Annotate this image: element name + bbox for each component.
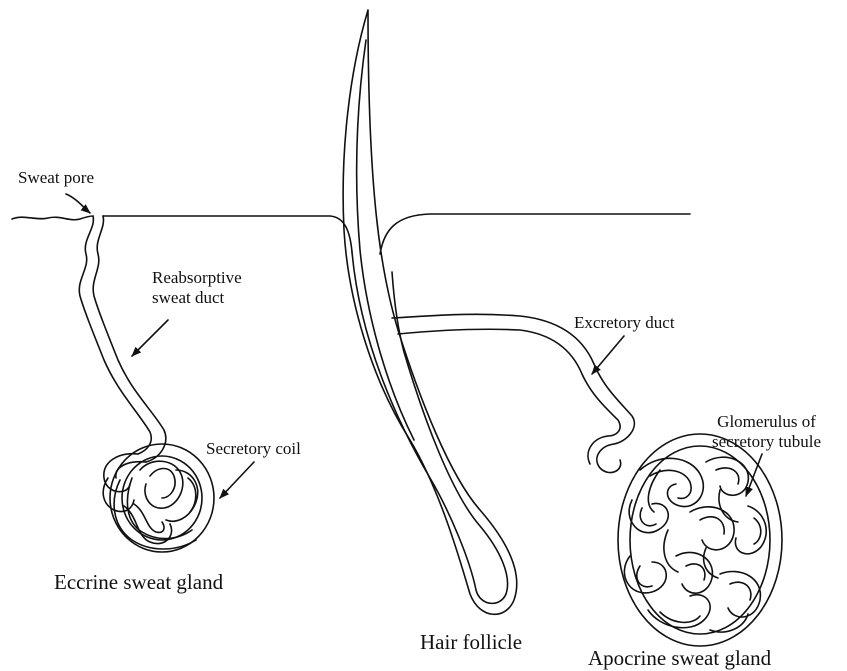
eccrine-secretory-coil	[103, 444, 214, 552]
label-eccrine-sweat-gland: Eccrine sweat gland	[54, 570, 223, 594]
label-secretory-coil: Secretory coil	[206, 439, 301, 459]
label-glomerulus-of-secretory-tubule: Glomerulus of secretory tubule	[712, 412, 821, 451]
label-excretory-duct: Excretory duct	[574, 313, 675, 333]
arrow-sweat-pore	[66, 194, 90, 213]
skin-surface	[12, 214, 690, 254]
label-glomerulus-line1: Glomerulus of	[712, 412, 821, 432]
label-glomerulus-line2: secretory tubule	[712, 432, 821, 452]
label-reabsorptive-sweat-duct: Reabsorptive sweat duct	[152, 268, 242, 307]
label-sweat-pore: Sweat pore	[18, 168, 94, 188]
label-hair-follicle: Hair follicle	[420, 630, 522, 654]
arrow-reabsorptive-duct	[132, 320, 168, 356]
hair-follicle-shape	[343, 10, 517, 614]
label-apocrine-sweat-gland: Apocrine sweat gland	[588, 646, 771, 670]
apocrine-glomerulus	[588, 434, 782, 646]
eccrine-sweat-duct	[79, 216, 166, 462]
label-reabsorptive-line1: Reabsorptive	[152, 268, 242, 288]
arrow-excretory-duct	[592, 336, 624, 374]
arrow-secretory-coil	[220, 462, 254, 498]
label-reabsorptive-line2: sweat duct	[152, 288, 242, 308]
annotation-arrows	[66, 194, 762, 498]
